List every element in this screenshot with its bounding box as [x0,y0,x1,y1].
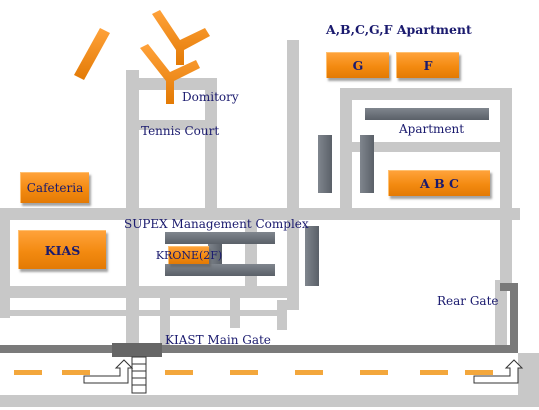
grey-buildings [165,108,489,286]
supex-label: SUPEX Management Complex [124,217,309,231]
krone-building[interactable]: KRONE(2F) [156,246,222,264]
main-gate-steps [131,356,147,394]
tennis-court-label: Tennis Court [141,124,220,138]
building-g[interactable]: G [326,52,389,78]
arrow-icon [83,359,524,384]
cafeteria-building[interactable]: Cafeteria [20,172,89,203]
apartment-title-label: A,B,C,G,F Apartment [326,22,472,37]
rear-gate-label: Rear Gate [437,294,499,308]
campus-roads [0,40,520,348]
apartment-label: Apartment [399,122,465,136]
lane-markings [14,370,493,375]
dormitory-label: Domitory [182,90,239,104]
kias-building[interactable]: KIAS [18,230,106,269]
main-road [0,283,539,407]
main-gate-label: KIAST Main Gate [165,333,271,347]
building-abc[interactable]: A B C [388,170,490,196]
dormitory-buildings [74,10,210,104]
building-f[interactable]: F [396,52,459,78]
